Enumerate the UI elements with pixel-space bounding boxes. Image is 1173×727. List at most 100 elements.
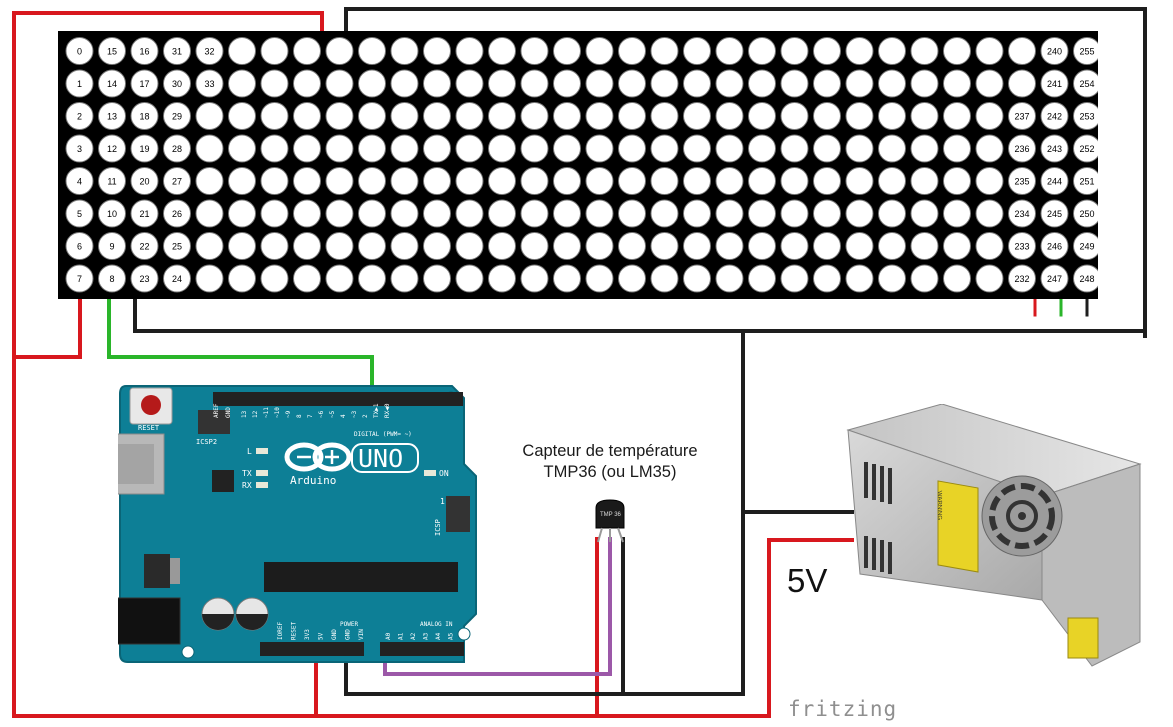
led-pixel [1040,134,1069,163]
led-pixel [975,167,1004,195]
led-pixel [943,134,971,163]
pin-label: 12 [252,410,259,418]
uno-badge [351,443,419,473]
led-on [424,470,436,476]
atmega-chip [264,562,458,592]
led-pixel-index: 27 [172,176,182,186]
pin-label: IOREF [277,622,284,640]
led-pixel [358,69,386,98]
digital-header[interactable] [213,392,463,406]
led-pixel [65,134,94,163]
led-pixel [260,264,289,293]
led-pixel [163,69,191,98]
led-pixel-index: 28 [172,144,182,154]
led-pixel [390,37,419,65]
led-pixel-index: 12 [107,144,117,154]
led-pixel [1040,37,1069,65]
warning-sticker-text: WARNING [936,491,942,521]
led-pixel-index: 29 [172,111,182,121]
led-pixel-index: 13 [107,111,117,121]
led-pixel [878,69,906,98]
icsp2-label: ICSP2 [196,438,217,446]
led-pixel [845,69,874,98]
led-pixel [195,37,224,65]
led-pixel [358,37,386,65]
led-pixel [358,134,386,163]
pin-label: A4 [435,632,442,640]
reset-button-cap[interactable] [141,395,161,415]
pin-label: ~3 [351,410,358,418]
led-pixel-index: 246 [1047,241,1062,251]
led-pixel [195,167,224,195]
pin-label: A3 [423,632,430,640]
icsp2-header [198,410,230,434]
led-pixel-index: 3 [77,144,82,154]
wire-green-data [107,297,374,407]
wire-black-gnd-top [344,7,1147,338]
led-pixel-index: 31 [172,46,182,56]
led-pixel [1008,134,1036,163]
led-pixel [488,102,516,130]
led-pixel [423,264,451,293]
led-pixel [520,199,549,228]
led-pixel [1008,167,1036,195]
led-pixel [715,134,744,163]
led-pixel [683,199,711,228]
led-pixel-index: 30 [172,79,182,89]
led-pixel [780,199,809,228]
led-pixel [488,134,516,163]
led-pixel [943,102,971,130]
power-header[interactable] [260,642,364,656]
led-pixel [910,134,939,163]
pin-label: 13 [241,410,248,418]
led-pixel [553,37,581,65]
digital-header-label: DIGITAL (PWM= ~) [354,431,412,438]
led-pixel [390,199,419,228]
led-pixel-index: 7 [77,274,82,284]
led-pixel [910,232,939,260]
led-pixel [163,134,191,163]
pin-label: 5V [318,632,325,640]
led-l [256,448,268,454]
led-pixel [390,264,419,293]
led-pixel [1008,102,1036,130]
led-pixel [390,232,419,260]
pin-label: GND [331,629,338,640]
led-pixel [65,69,94,98]
fan-icon [981,475,1063,557]
led-pixel [878,134,906,163]
tmp36-sensor: TMP 36 [595,499,625,543]
led-pixel [878,199,906,228]
pin-label: A1 [398,632,405,640]
led-pixel [845,232,874,260]
led-pixel-index: 250 [1079,209,1094,219]
arduino-pcb [119,385,477,663]
pin-label: ~10 [274,407,281,418]
analog-header[interactable] [380,642,464,656]
led-pixel [553,199,581,228]
led-pixel [618,69,646,98]
led-pixel [520,102,549,130]
led-pixel [130,167,159,195]
led-pixel [358,167,386,195]
led-pixel [98,102,126,130]
led-pixel [260,199,289,228]
led-pixel-index: 233 [1014,241,1029,251]
led-pixel [293,167,321,195]
led-pixel [813,102,841,130]
led-pixel [455,232,484,260]
led-pixel [650,264,679,293]
led-pixel [163,37,191,65]
wire-black-gnd-matrix [133,297,1147,333]
led-pixel [520,69,549,98]
led-pixel-index: 1 [77,79,82,89]
sensor-caption-line2: TMP36 (ou LM35) [543,463,677,481]
led-pixel [845,37,874,65]
led-pixel-index: 26 [172,209,182,219]
led-pixel-index: 255 [1079,46,1094,56]
led-pixel-index: 234 [1014,209,1029,219]
led-pixel [65,264,94,293]
led-pixel [488,199,516,228]
led-pixel [358,199,386,228]
led-pixel [715,199,744,228]
